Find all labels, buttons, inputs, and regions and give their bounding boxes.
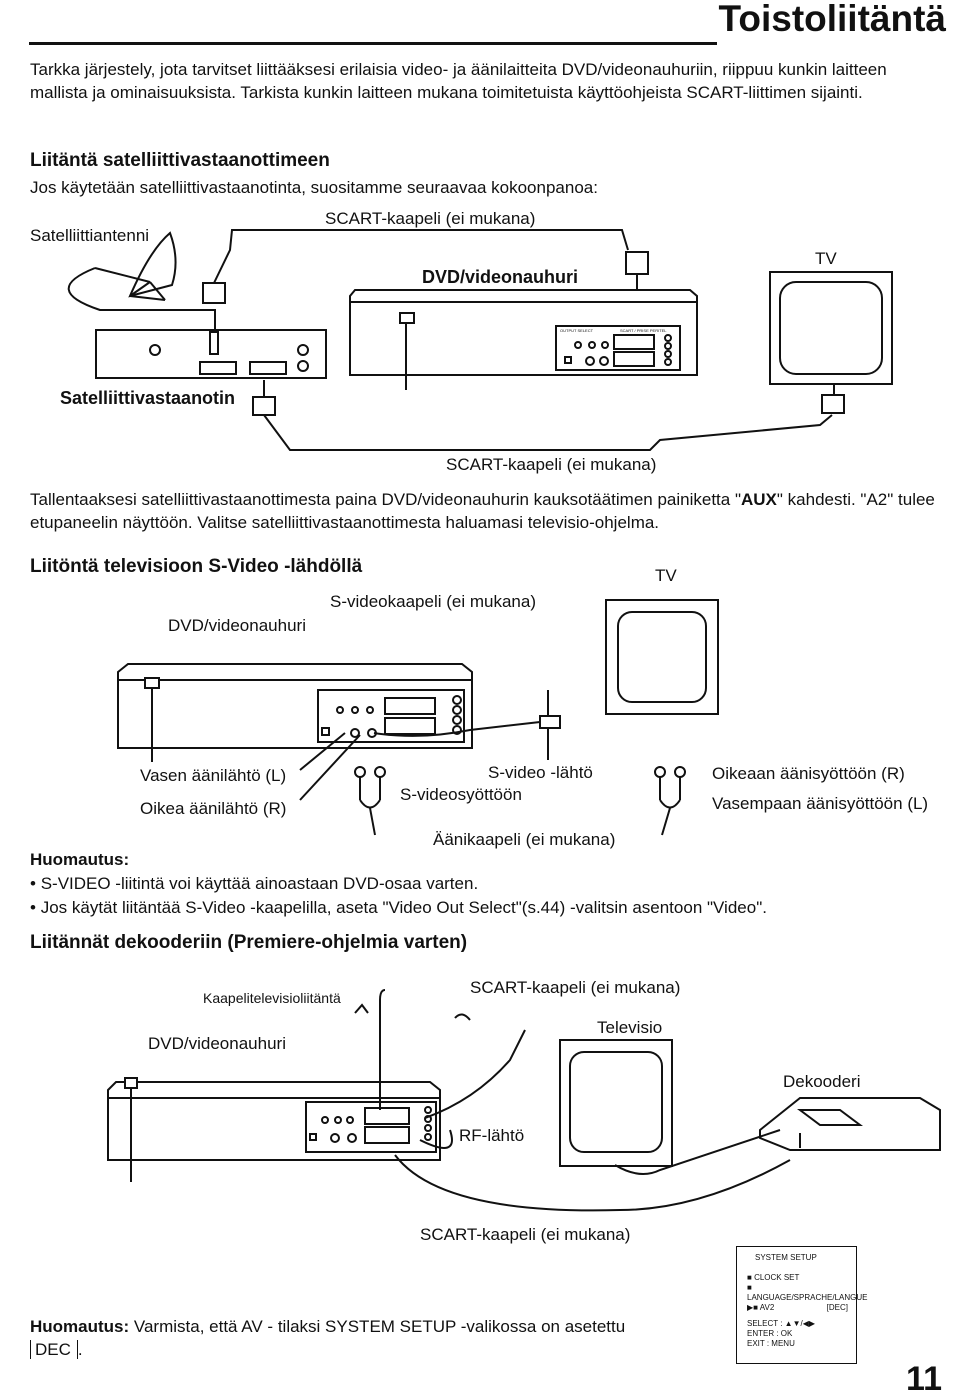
menu-item-clock[interactable]: ■ CLOCK SET: [747, 1273, 800, 1282]
note1-title: Huomautus:: [30, 850, 130, 869]
label-left-audio-in: Vasempaan äänisyöttöön (L): [712, 794, 929, 813]
tv-icon: [605, 599, 719, 715]
decoder-icon: [759, 1097, 941, 1151]
rca-plug-icon: [354, 766, 386, 836]
menu-help-exit: EXIT : MENU: [747, 1339, 795, 1348]
note2-paragraph: Huomautus: Varmista, että AV - tilaksi S…: [30, 1317, 626, 1359]
satellite-dish-icon: [94, 231, 177, 301]
dvd-recorder-icon: [349, 289, 698, 376]
svideo-plug-icon: [539, 715, 561, 729]
label-decoder: Dekooderi: [783, 1072, 861, 1091]
label-dvd-recorder-3: DVD/videonauhuri: [148, 1034, 286, 1053]
label-left-audio-out: Vasen äänilähtö (L): [140, 766, 287, 785]
label-svideo-out: S-video -lähtö: [488, 763, 593, 782]
section2-heading: Liitöntä televisioon S-Video -lähdöllä: [30, 556, 363, 577]
dvd-recorder-icon: [117, 663, 473, 749]
label-svideo-cable: S-videokaapeli (ei mukana): [330, 592, 536, 611]
tv-icon: [559, 1039, 673, 1167]
intro-paragraph: Tarkka järjestely, jota tarvitset liittä…: [30, 60, 887, 102]
page-number: 11: [906, 1360, 942, 1398]
label-tv: TV: [815, 249, 837, 268]
label-television: Televisio: [597, 1018, 663, 1037]
label-scart-cable-bottom: SCART-kaapeli (ei mukana): [446, 455, 657, 474]
scart-tiny: SCART / PRISE PERITEL: [620, 328, 667, 333]
label-scart-cable-3: SCART-kaapeli (ei mukana): [470, 978, 681, 997]
section1-after-paragraph: Tallentaaksesi satelliittivastaanottimes…: [30, 490, 935, 532]
section1-heading: Liitäntä satelliittivastaanottimeen: [30, 150, 330, 171]
menu-item-av2[interactable]: ▶■ AV2 [DEC]: [747, 1303, 848, 1312]
output-select-tiny: OUTPUT SELECT: [560, 328, 594, 333]
menu-help-enter: ENTER : OK: [747, 1329, 793, 1338]
label-satellite-receiver: Satelliittivastaanotin: [60, 388, 236, 408]
menu-item-language[interactable]: ■ LANGUAGE/SPRACHE/LANGUE: [747, 1283, 868, 1302]
dvd-recorder-icon: [107, 1081, 441, 1161]
section3-heading: Liitännät dekooderiin (Premiere-ohjelmia…: [30, 932, 468, 953]
section1-subtext: Jos käytetään satelliittivastaanotinta, …: [30, 178, 598, 197]
label-tv-2: TV: [655, 566, 677, 585]
label-dvd-recorder-2: DVD/videonauhuri: [168, 616, 306, 635]
tv-icon: [769, 271, 893, 385]
system-setup-menu: SYSTEM SETUP ■ CLOCK SET ■ LANGUAGE/SPRA…: [736, 1246, 868, 1364]
label-audio-cable: Äänikaapeli (ei mukana): [433, 830, 616, 849]
note1-item-2: • Jos käytät liitäntää S-Video -kaapelil…: [30, 898, 767, 917]
rca-plug-icon: [654, 766, 686, 836]
cursor-icon: ▶: [747, 1303, 754, 1312]
label-right-audio-in: Oikeaan äänisyöttöön (R): [712, 764, 905, 783]
label-dvd-recorder: DVD/videonauhuri: [422, 267, 579, 287]
label-svideo-in: S-videosyöttöön: [400, 785, 522, 804]
note1-item-1: • S-VIDEO -liitintä voi käyttää ainoasta…: [30, 874, 479, 893]
page-title: Toistoliitäntä: [718, 0, 946, 39]
label-scart-cable-top: SCART-kaapeli (ei mukana): [325, 209, 536, 228]
label-cable-tv: Kaapelitelevisioliitäntä: [203, 990, 341, 1006]
label-scart-cable-4: SCART-kaapeli (ei mukana): [420, 1225, 631, 1244]
menu-title: SYSTEM SETUP: [755, 1253, 817, 1262]
header-rule: [29, 42, 717, 45]
label-satellite-antenna: Satelliittiantenni: [30, 226, 150, 245]
menu-help-select: SELECT : ▲▼/◀▶: [747, 1319, 816, 1328]
label-rf-out: RF-lähtö: [459, 1126, 525, 1145]
label-right-audio-out: Oikea äänilähtö (R): [140, 799, 287, 818]
dec-indicator: DEC: [30, 1340, 75, 1359]
